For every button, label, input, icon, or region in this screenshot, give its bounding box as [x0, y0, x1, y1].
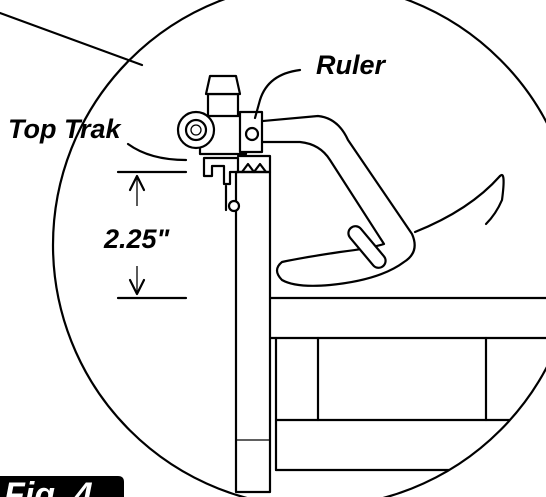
ruler-slot: [347, 225, 387, 269]
figure-tag: Fig. 4: [0, 476, 124, 497]
dimension-label: 2.25": [103, 224, 171, 254]
detail-circle: [51, 0, 546, 497]
figure-tag-label: Fig. 4: [4, 476, 93, 497]
magnified-detail: [234, 114, 546, 494]
top-trak-assembly: [176, 74, 272, 213]
dimension-marker: [116, 170, 188, 300]
ruler-label: Ruler: [316, 50, 387, 80]
top-trak-label: Top Trak: [8, 114, 123, 144]
ruler-hook-curve: [413, 174, 502, 234]
ruler-hook-end: [484, 173, 505, 226]
table-frame: [268, 296, 546, 472]
top-trak-rail: [202, 156, 240, 186]
ruler-hook: [250, 114, 416, 287]
ruler-leader: [253, 68, 302, 120]
detail-leader-line: [0, 11, 144, 67]
top-trak-leader: [126, 142, 188, 162]
vertical-post: [234, 170, 272, 494]
